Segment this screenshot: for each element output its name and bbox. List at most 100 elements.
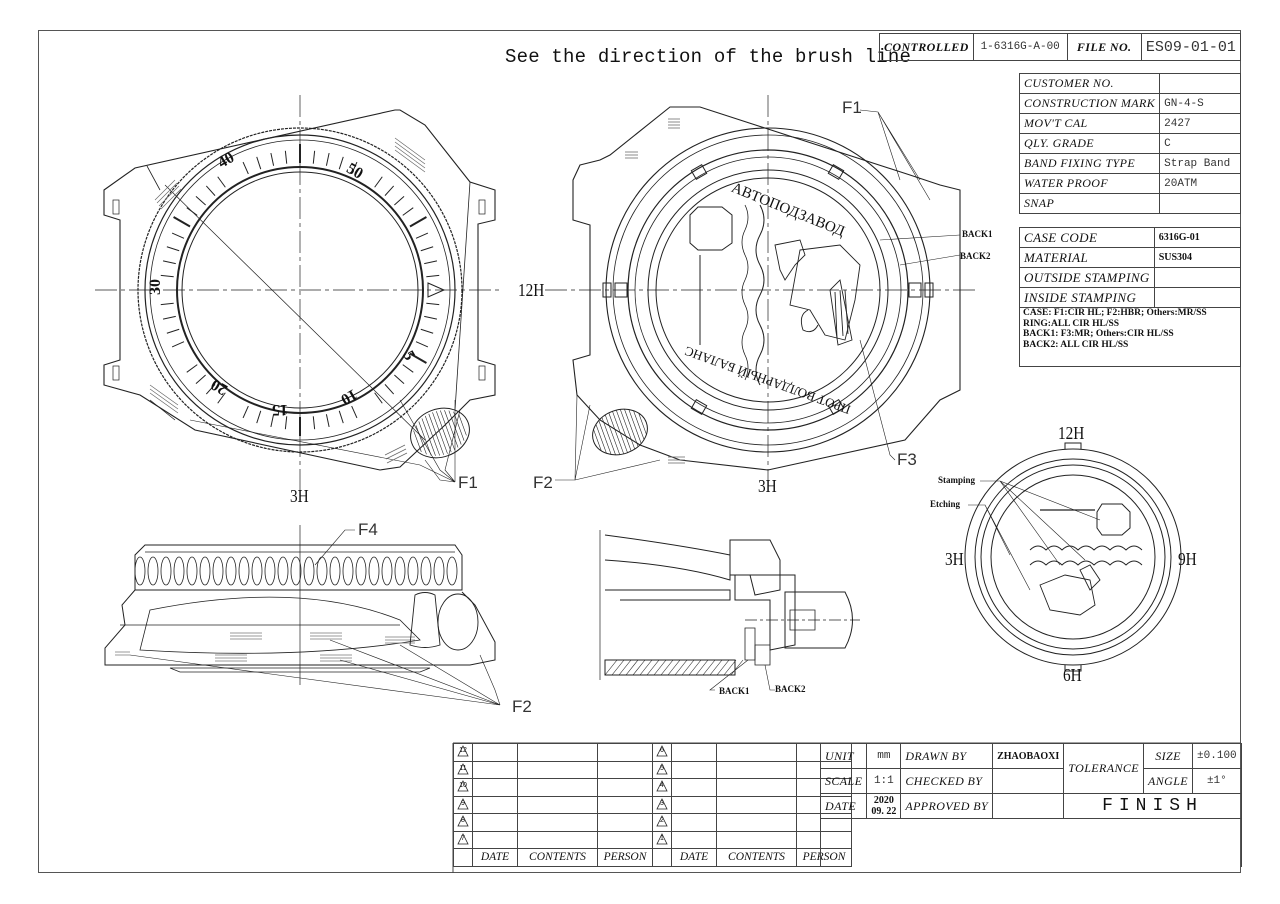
drawing-frame — [38, 30, 1241, 873]
revision-header: CONTENTS — [517, 848, 598, 867]
knurl-notch — [199, 556, 211, 586]
unit-value: mm — [866, 743, 902, 769]
knurl-notch — [251, 556, 263, 586]
section-hatch — [618, 659, 632, 676]
label-f2-back: F2 — [533, 473, 553, 492]
case-value: 6316G-01 — [1153, 227, 1242, 248]
bezel-tick — [338, 410, 344, 424]
revision-cell — [597, 760, 653, 779]
spec-row: CUSTOMER NO. — [1018, 73, 1241, 94]
revision-mark: 11 — [459, 764, 467, 772]
crown-groove — [633, 410, 645, 440]
bezel-tick — [162, 260, 176, 265]
label-back2: BACK2 — [960, 251, 991, 261]
case-label: INSIDE STAMPING — [1019, 287, 1155, 308]
revision-cell — [472, 830, 518, 849]
knurl-notch — [303, 556, 315, 586]
crown-groove — [415, 425, 427, 455]
bezel-tick — [374, 392, 383, 404]
revision-mark: 4 — [660, 782, 664, 790]
knurl-notch — [238, 556, 250, 586]
revision-mark: 1 — [660, 834, 664, 842]
crown-groove — [458, 414, 467, 436]
section-hatch — [604, 659, 618, 676]
bezel-tick — [374, 176, 383, 188]
crown-groove — [428, 413, 444, 455]
revision-mark-cell: 2 — [652, 813, 672, 832]
revision-mark: 5 — [660, 764, 664, 772]
approved-by-value — [992, 793, 1065, 819]
revision-triangle-icon: 4 — [656, 780, 668, 792]
knurl-notch — [186, 556, 198, 586]
revision-cell — [716, 813, 797, 832]
date-value: 2020 09. 22 — [866, 793, 902, 819]
crown-groove — [440, 410, 456, 451]
checked-by-value — [992, 768, 1065, 794]
scale-value: 1:1 — [866, 768, 902, 794]
section-hatch — [723, 659, 737, 676]
crown-groove — [593, 429, 602, 451]
case-row: OUTSIDE STAMPING — [1019, 267, 1242, 288]
revision-cell — [517, 760, 598, 779]
revision-cell — [597, 813, 653, 832]
crown-groove — [436, 411, 452, 453]
label-f4: F4 — [358, 520, 378, 539]
label-etching: Etching — [930, 499, 961, 509]
spec-value: C — [1159, 133, 1241, 154]
label-f3: F3 — [897, 450, 917, 469]
section-hatch — [653, 659, 667, 676]
bezel-tick — [312, 416, 316, 430]
knurl-notch — [134, 556, 146, 586]
file-no-label: FILE NO. — [1066, 33, 1142, 61]
bezel-tick — [402, 364, 414, 373]
revision-mark: 12 — [459, 747, 467, 755]
crown-groove — [595, 424, 607, 454]
label-f1-front: F1 — [458, 473, 478, 492]
crown-groove — [638, 413, 647, 435]
label-f2-side: F2 — [512, 697, 532, 716]
revision-mark: 7 — [461, 834, 465, 842]
bezel-tick — [195, 195, 206, 206]
spec-value — [1159, 193, 1241, 214]
spec-label: SNAP — [1018, 193, 1161, 214]
controlled-label: CONTROLLED — [879, 33, 974, 61]
drawing-title: See the direction of the brush line — [505, 46, 912, 68]
revision-cell — [517, 778, 598, 797]
revision-cell — [472, 743, 518, 762]
crown-groove — [444, 410, 459, 448]
case-label: CASE CODE — [1019, 227, 1155, 248]
finish-label: FINISH — [1063, 793, 1242, 819]
crown-groove — [612, 411, 628, 453]
spec-label: BAND FIXING TYPE — [1018, 153, 1161, 174]
bezel-tick — [166, 328, 180, 334]
knurl-notch — [446, 556, 458, 586]
case-row: INSIDE STAMPING — [1019, 287, 1242, 308]
bezel-tick — [409, 352, 427, 364]
knurl-notch — [355, 556, 367, 586]
revision-mark: 6 — [660, 747, 664, 755]
note-line: RING:ALL CIR HL/SS — [1023, 318, 1120, 329]
bezel-tick — [426, 274, 440, 278]
knurl-notch — [407, 556, 419, 586]
spec-label: MOV'T CAL — [1018, 113, 1161, 134]
revision-mark-cell: 11 — [453, 760, 473, 779]
knurl-notch — [329, 556, 341, 586]
revision-triangle-icon: 3 — [656, 797, 668, 810]
section-hatch — [667, 659, 681, 676]
section-hatch — [709, 659, 723, 676]
revision-cell — [716, 760, 797, 779]
note-line: CASE: F1:CIR HL; F2:HBR; Others:MR/SS — [1023, 308, 1207, 318]
label-detail-9h: 9H — [1178, 549, 1197, 569]
crown-groove — [432, 412, 448, 454]
drawn-by-value: ZHAOBAOXI — [992, 743, 1065, 769]
crown-groove — [628, 409, 642, 444]
bezel-tick — [402, 207, 414, 216]
checked-by-label: CHECKED BY — [900, 768, 994, 794]
section-hatch — [639, 659, 653, 676]
bezel-tick — [312, 150, 316, 164]
revision-cell — [517, 830, 598, 849]
section-hatch — [625, 659, 639, 676]
